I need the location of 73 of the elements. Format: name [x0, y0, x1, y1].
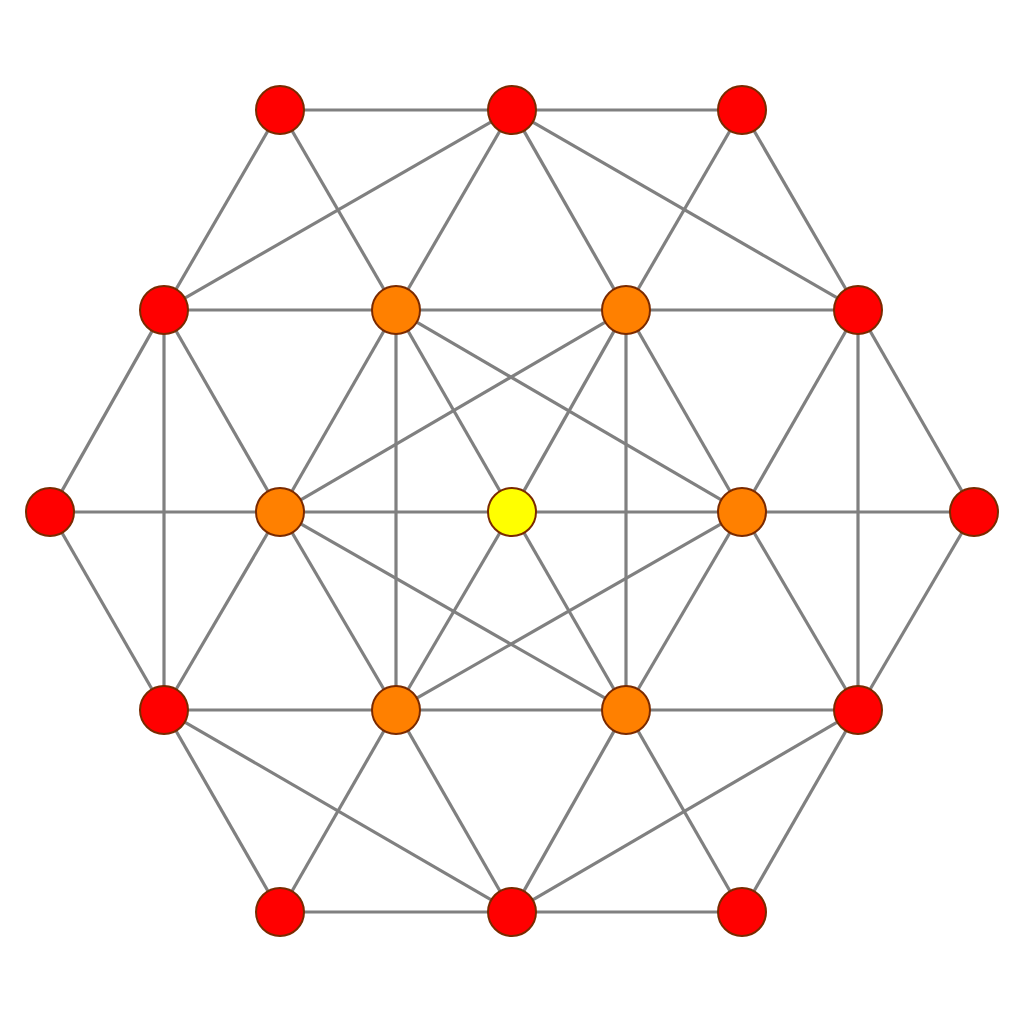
edge-line [868, 330, 964, 492]
edge-line [74, 510, 256, 514]
edge-line [174, 730, 270, 892]
edge-line [304, 510, 488, 514]
vertex-circle [255, 887, 305, 937]
edge-line [290, 531, 386, 691]
vertex-circle [255, 487, 305, 537]
edge-line [636, 730, 732, 892]
edge-line [522, 330, 616, 492]
edge-line [522, 130, 616, 290]
edge-line [522, 532, 616, 690]
edge-line [416, 522, 722, 700]
edge-line [420, 308, 602, 312]
edge-line [394, 334, 398, 686]
edge-line [536, 910, 718, 914]
vertex-circle [487, 887, 537, 937]
vertex-circle [717, 487, 767, 537]
vertex-circle [371, 685, 421, 735]
vertex-circle [601, 285, 651, 335]
vertex-circle [487, 487, 537, 537]
vertex-circle [833, 685, 883, 735]
edge-line [752, 129, 848, 291]
edge-line [536, 510, 718, 514]
edge-line [636, 330, 732, 492]
edge-line [531, 120, 839, 300]
edge-line [766, 510, 950, 514]
vertex-circle [139, 285, 189, 335]
vertex-circle [949, 487, 999, 537]
edge-line [184, 120, 492, 300]
edge-line [60, 532, 154, 690]
edge-line [636, 531, 732, 691]
edge-line [406, 330, 502, 492]
edge-line [290, 330, 386, 492]
edge-line [624, 334, 628, 686]
edge-line [188, 708, 372, 712]
edge-line [856, 334, 860, 686]
edge-line [304, 910, 488, 914]
vertex-circle [371, 285, 421, 335]
edge-line [299, 320, 607, 502]
edge-line [636, 129, 732, 291]
edge-line [174, 330, 270, 492]
edge-line [752, 330, 848, 492]
vertex-circle [139, 685, 189, 735]
vertex-circle [487, 85, 537, 135]
edge-line [300, 522, 606, 700]
edge-line [174, 531, 270, 691]
edge-line [868, 531, 964, 691]
vertex-circle [717, 85, 767, 135]
edge-line [406, 129, 502, 291]
edge-line [60, 330, 154, 492]
edge-line [650, 308, 834, 312]
vertex-circle [255, 85, 305, 135]
edge-line [420, 708, 602, 712]
edge-line [290, 730, 386, 892]
vertex-circle [833, 285, 883, 335]
vertex-circle [25, 487, 75, 537]
edge-line [650, 708, 834, 712]
edge-line [183, 720, 493, 902]
edge-line [522, 730, 616, 892]
edge-line [304, 108, 488, 112]
edge-line [531, 720, 839, 902]
edge-line [415, 320, 723, 502]
edge-line [536, 108, 718, 112]
edge-line [406, 531, 502, 691]
edge-line [406, 730, 502, 892]
vertex-circle [601, 685, 651, 735]
edge-line [162, 334, 166, 686]
edge-line [188, 308, 372, 312]
edge-line [752, 531, 848, 691]
edge-line [290, 129, 386, 291]
edge-line [174, 129, 270, 291]
vertex-circle [717, 887, 767, 937]
edge-line [752, 730, 848, 892]
